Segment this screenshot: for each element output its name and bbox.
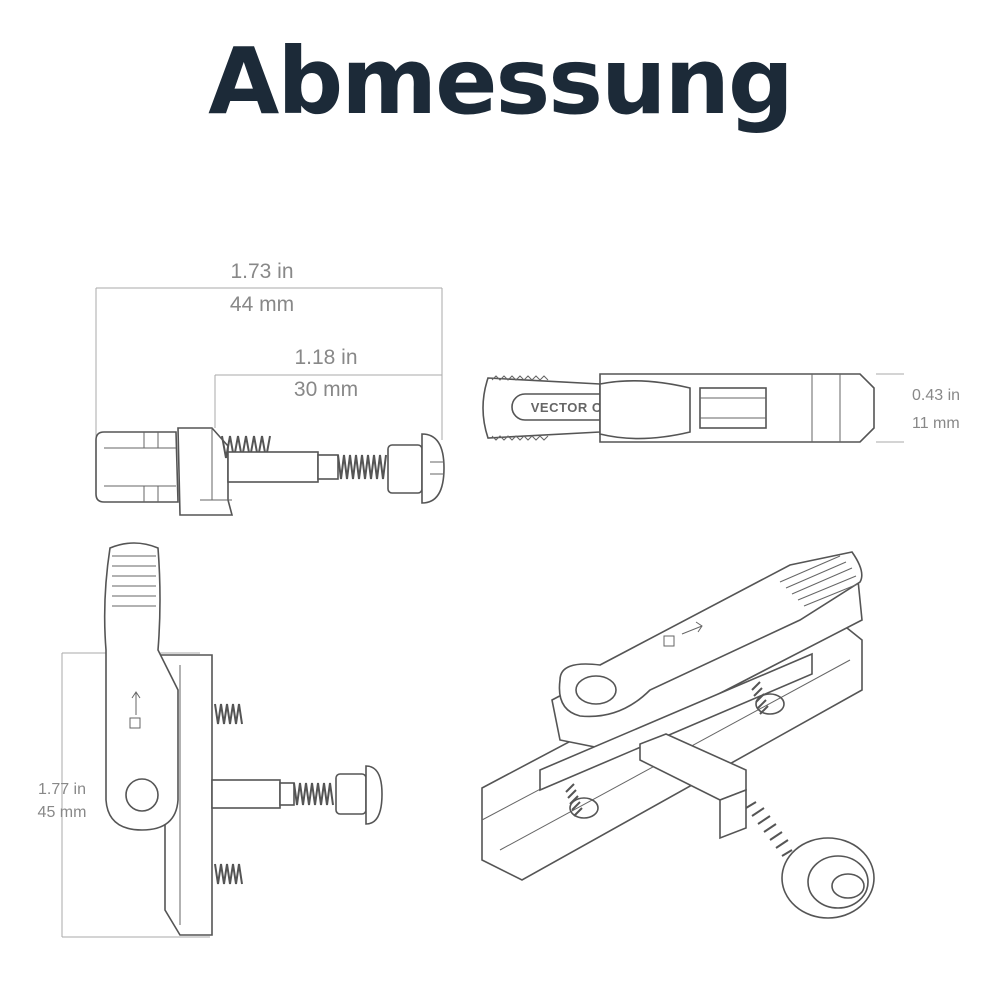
top-view: VECTOR OPTICS 0.43 in 11 mm [482,373,960,443]
iso-lever [558,551,863,718]
spring-lower [214,863,243,885]
screw-head [387,444,423,494]
front-view: 1.77 in 45 mm [38,542,383,938]
screw-thread [337,454,387,480]
screw-head-front [335,773,367,815]
height-mm-label: 11 mm [912,415,960,432]
screw-shaft-front [211,779,281,809]
iso-lever-pivot [575,675,617,705]
iso-spring-left [565,783,583,817]
side-view: 1.73 in 44 mm 1.18 in 30 mm [95,260,445,516]
width-mm-label: 45 mm [38,804,87,821]
total-length-in-label: 1.73 in [230,260,293,283]
screw-length-mm-label: 30 mm [294,378,358,401]
lever-pivot [125,778,159,812]
page-title: Abmessung [208,28,794,135]
total-length-mm-label: 44 mm [230,293,294,316]
height-in-label: 0.43 in [912,387,960,404]
screw-thread-front [293,782,334,806]
clamp-body [95,431,179,503]
screw-length-in-label: 1.18 in [294,346,357,369]
lever-upright [103,542,179,831]
iso-screw-thread [745,801,793,857]
isometric-view [481,551,875,919]
spring [221,435,271,459]
spring-upper [214,703,243,725]
screw-shaft [227,451,319,483]
width-in-label: 1.77 in [38,781,86,798]
spring-housing [699,387,767,429]
